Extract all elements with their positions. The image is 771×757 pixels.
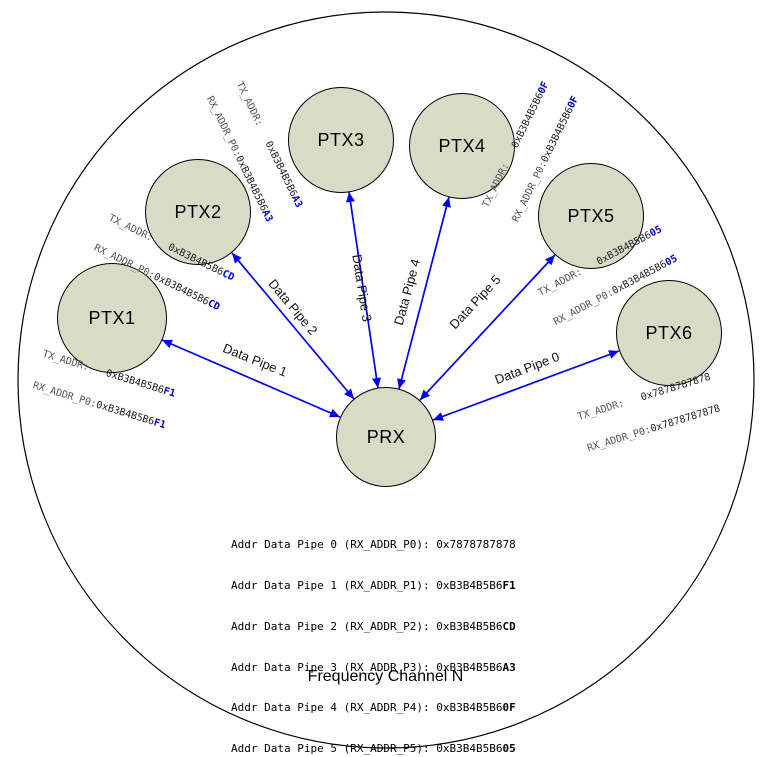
data-pipe-2-arrow <box>231 252 355 400</box>
table-row-suffix: 05 <box>502 742 516 756</box>
node-ptx1: PTX1 <box>57 263 167 373</box>
node-ptx3: PTX3 <box>288 87 394 193</box>
node-ptx5: PTX5 <box>538 163 644 269</box>
node-ptx4: PTX4 <box>409 93 515 199</box>
table-row-text: Addr Data Pipe 4 (RX_ADDR_P4): 0xB3B4B5B… <box>231 701 503 715</box>
table-row-suffix: A3 <box>502 660 516 674</box>
data-pipe-3-arrow <box>346 191 381 389</box>
node-ptx1-label: PTX1 <box>88 307 136 328</box>
node-ptx2-label: PTX2 <box>174 201 222 222</box>
pipe-address-table: Addr Data Pipe 0 (RX_ADDR_P0): 0x7878787… <box>231 511 516 757</box>
table-row: Addr Data Pipe 3 (RX_ADDR_P3): 0xB3B4B5B… <box>231 661 516 675</box>
table-row: Addr Data Pipe 5 (RX_ADDR_P5): 0xB3B4B5B… <box>231 742 516 756</box>
node-ptx6-label: PTX6 <box>645 322 693 343</box>
node-ptx5-label: PTX5 <box>567 205 615 226</box>
table-row-text: Addr Data Pipe 0 (RX_ADDR_P0): 0x7878787… <box>231 538 516 552</box>
table-row-text: Addr Data Pipe 5 (RX_ADDR_P5): 0xB3B4B5B… <box>231 742 503 756</box>
frequency-channel-circle <box>17 11 755 749</box>
node-ptx4-label: PTX4 <box>438 135 486 156</box>
table-row-suffix: F1 <box>502 578 516 592</box>
table-row: Addr Data Pipe 0 (RX_ADDR_P0): 0x7878787… <box>231 538 516 552</box>
table-row-text: Addr Data Pipe 3 (RX_ADDR_P3): 0xB3B4B5B… <box>231 660 503 674</box>
table-row-text: Addr Data Pipe 1 (RX_ADDR_P1): 0xB3B4B5B… <box>231 578 503 592</box>
table-row: Addr Data Pipe 1 (RX_ADDR_P1): 0xB3B4B5B… <box>231 579 516 593</box>
table-row: Addr Data Pipe 2 (RX_ADDR_P2): 0xB3B4B5B… <box>231 620 516 634</box>
node-prx-label: PRX <box>366 426 406 447</box>
table-row-suffix: 0F <box>502 701 516 715</box>
table-row-text: Addr Data Pipe 2 (RX_ADDR_P2): 0xB3B4B5B… <box>231 619 503 633</box>
diagram-title: Frequency Channel N <box>307 668 464 685</box>
data-pipe-0-arrow <box>432 350 620 421</box>
table-row: Addr Data Pipe 4 (RX_ADDR_P4): 0xB3B4B5B… <box>231 701 516 715</box>
table-row-suffix: CD <box>502 619 516 633</box>
node-ptx3-label: PTX3 <box>317 129 365 150</box>
node-prx: PRX <box>336 387 436 487</box>
node-ptx6: PTX6 <box>616 280 722 386</box>
node-ptx2: PTX2 <box>145 159 251 265</box>
